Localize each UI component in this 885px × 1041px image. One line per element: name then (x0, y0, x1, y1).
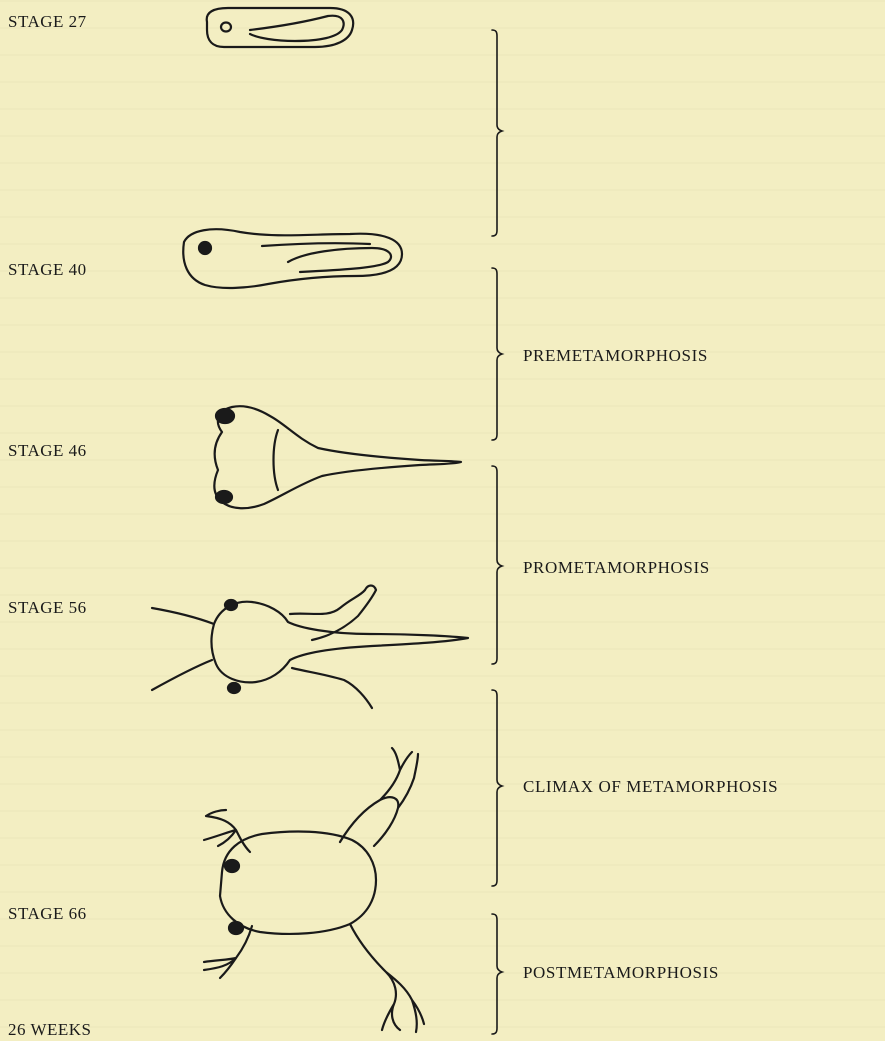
stage-56-left-eye (225, 600, 237, 610)
stage-66-lower-hindlimb (350, 924, 424, 1032)
stage-46-tadpole-drawing (214, 406, 461, 508)
bracket-climax-of-metamorphosis (492, 690, 502, 886)
stage-66-upper-hindlimb (340, 748, 418, 846)
stage-66-lower-forelimb (204, 926, 252, 978)
stage-40-eye (199, 242, 211, 254)
stage-56-lower-hindlimb (292, 668, 372, 708)
stage-40-tadpole-drawing (183, 229, 402, 288)
bracket-postmetamorphosis (492, 914, 502, 1034)
stage-56-tadpole-drawing (152, 586, 468, 709)
bracket-premetamorphosis (492, 268, 502, 440)
stage-66-right-eye (229, 922, 243, 934)
stage-56-upper-hindlimb (290, 586, 376, 641)
stage-27-embryo-drawing (207, 8, 353, 47)
phase-brackets (492, 30, 502, 1034)
stage-46-right-eye (216, 491, 232, 503)
stage-46-left-eye (216, 409, 234, 423)
bracket-stage-27-to-40 (492, 30, 502, 236)
bracket-prometamorphosis (492, 466, 502, 664)
stage-66-left-eye (225, 860, 239, 872)
stage-56-right-eye (228, 683, 240, 693)
stage-66-froglet-drawing (204, 748, 424, 1032)
stage-66-upper-forelimb (204, 810, 250, 852)
